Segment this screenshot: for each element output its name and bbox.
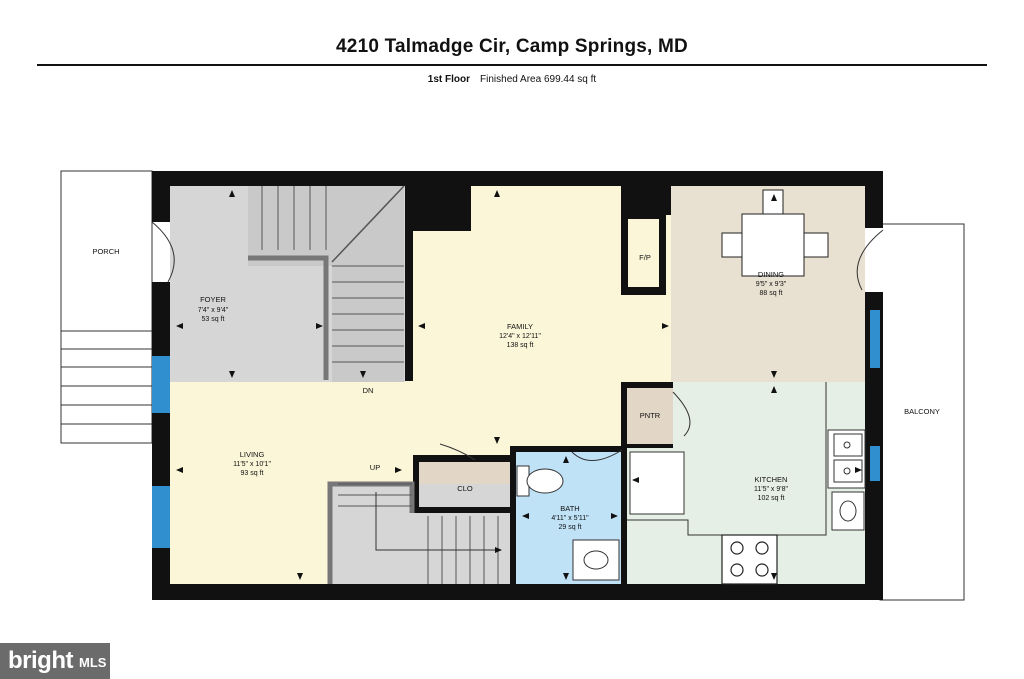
kitchen-label: KITCHEN (755, 475, 788, 484)
toilet (516, 465, 564, 497)
bath-door[interactable] (571, 449, 623, 461)
family-dims: 12'4" x 12'11" (499, 333, 541, 340)
stair-lower-fill (330, 484, 515, 584)
bath-dims: 4'11" x 5'11" (551, 515, 589, 522)
stairs-down-label: DN (363, 386, 374, 395)
property-address-title: 4210 Talmadge Cir, Camp Springs, MD (336, 36, 688, 57)
pntr-fill (627, 386, 673, 444)
living-label: LIVING (240, 450, 265, 459)
windows (152, 310, 880, 548)
foyer-area: 53 sq ft (202, 316, 225, 323)
porch-area (60, 170, 153, 332)
dining-label: DINING (758, 270, 784, 279)
stove (721, 534, 778, 585)
balcony-door[interactable] (856, 228, 884, 292)
dining-dims: 9'5" x 9'3" (756, 281, 787, 288)
bath-label: BATH (560, 504, 579, 513)
entry-door[interactable] (151, 221, 175, 283)
living-area: 93 sq ft (241, 470, 264, 477)
porch-label: PORCH (92, 247, 119, 256)
pantry-label: PNTR (640, 411, 661, 420)
fireplace (621, 215, 666, 295)
closet-door[interactable] (439, 443, 476, 461)
living-dims: 11'5" x 10'1" (233, 461, 271, 468)
family-area: 138 sq ft (507, 342, 534, 349)
bath-area: 29 sq ft (559, 524, 582, 531)
kitchen-area: 102 sq ft (758, 495, 785, 502)
dining-area: 88 sq ft (760, 290, 783, 297)
kitchen-dims: 11'5" x 9'8" (754, 486, 788, 493)
logo-brand: bright (8, 647, 73, 674)
logo-suffix: MLS (79, 655, 107, 670)
kitchen-counter (627, 382, 866, 536)
brightmls-logo: bright MLS (0, 643, 110, 679)
foyer-dims: 7'4" x 9'4" (198, 307, 229, 314)
floor-subtitle: 1st Floor Finished Area 699.44 sq ft (0, 74, 1024, 85)
family-label: FAMILY (507, 322, 533, 331)
balcony-area (879, 223, 965, 601)
porch-steps (60, 330, 153, 444)
closet-label: CLO (457, 484, 473, 493)
bath-sink (572, 539, 620, 581)
balcony-label: BALCONY (904, 407, 940, 416)
finished-area: Finished Area 699.44 sq ft (480, 74, 597, 85)
upper-staircase (248, 185, 405, 382)
title-divider (37, 64, 987, 66)
foyer-label: FOYER (200, 295, 226, 304)
interior-walls (405, 231, 673, 584)
dining-table (721, 189, 829, 277)
stairs-up-label: UP (370, 463, 380, 472)
lower-staircase (327, 481, 499, 584)
pantry-door[interactable] (672, 391, 691, 437)
floor-name: 1st Floor (427, 74, 471, 85)
direction-arrows (176, 190, 862, 580)
fireplace-label: F/P (639, 253, 651, 262)
